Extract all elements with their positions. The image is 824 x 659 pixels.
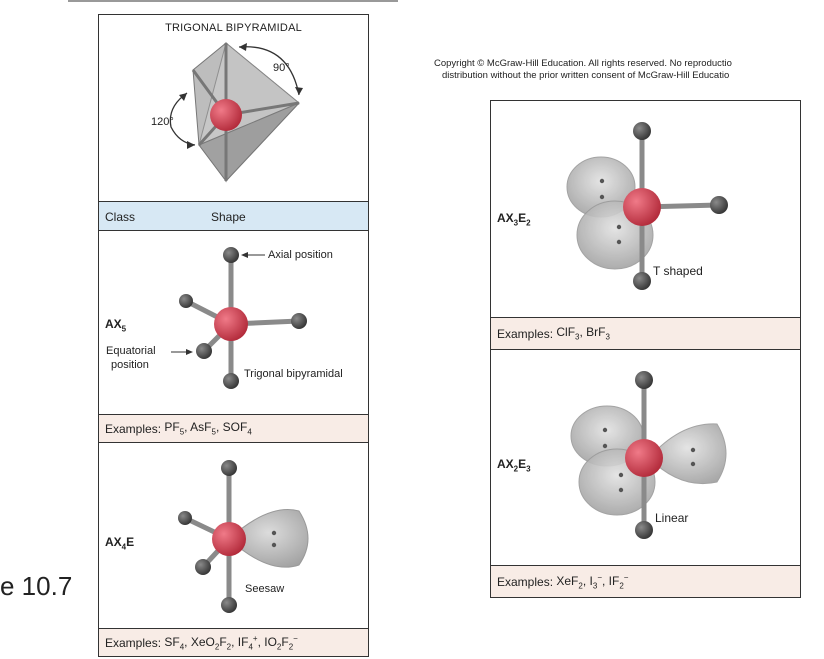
table-header: Class Shape	[99, 201, 368, 231]
electron-dot	[602, 443, 608, 449]
ax4e-class-label: AX4E	[105, 535, 135, 552]
ax2e3-examples-list: XeF2, I3−, IF2−	[556, 572, 629, 591]
ligand-atom	[195, 559, 211, 575]
bipyramid-diagram	[169, 41, 303, 183]
ligand-atom	[635, 371, 653, 389]
arrowhead	[239, 43, 247, 51]
ax2e3-shape-label: Linear	[655, 511, 689, 525]
right-geometry-panel: AX3E2 T shaped Examples: ClF3, BrF3	[490, 100, 801, 598]
electron-dot	[690, 447, 696, 453]
ligand-atom	[635, 521, 653, 539]
equatorial-label-line1: Equatorial	[106, 345, 156, 357]
copyright-line-1: Copyright © McGraw-Hill Education. All r…	[434, 58, 732, 69]
ax2e3-examples: Examples: XeF2, I3−, IF2−	[491, 565, 800, 597]
arrowhead	[187, 141, 195, 149]
ax4e-examples-list: SF4, XeO2F2, IF4+, IO2F2−	[164, 633, 298, 652]
examples-prefix: Examples:	[105, 635, 162, 650]
angle-90-arc	[238, 46, 300, 96]
ax5-examples: Examples: PF5, AsF5, SOF4	[99, 414, 368, 442]
electron-dot	[618, 472, 624, 478]
electron-dot	[616, 239, 622, 245]
ax2e3-molecule	[570, 371, 727, 539]
ax5-shape-label: Trigonal bipyramidal	[244, 368, 343, 380]
ax4e-row: AX4E Seesaw	[99, 442, 368, 628]
electron-dot	[599, 178, 605, 184]
ligand-atom	[710, 196, 728, 214]
ligand-atom	[221, 460, 237, 476]
electron-dot	[618, 487, 624, 493]
figure-number: e 10.7	[0, 571, 73, 601]
ax5-molecule	[171, 247, 307, 389]
ax4e-shape-label: Seesaw	[245, 583, 285, 595]
ligand-atom	[221, 597, 237, 613]
central-atom	[212, 522, 246, 556]
trigonal-bipyramidal-figure: TRIGONAL BIPYRAMIDAL	[99, 15, 368, 201]
arrowhead	[295, 87, 303, 95]
ax3e2-class-label: AX3E2	[497, 211, 531, 228]
angle-120-arc	[169, 92, 196, 146]
ligand-atom	[179, 294, 193, 308]
examples-prefix: Examples:	[497, 574, 554, 589]
ax5-examples-list: PF5, AsF5, SOF4	[164, 420, 252, 437]
central-atom	[214, 307, 248, 341]
arrowhead	[179, 93, 187, 101]
shape-column-header: Shape	[211, 210, 246, 224]
electron-dot	[616, 224, 622, 230]
ax5-row: AX5 Axial position Equatorial position T…	[99, 231, 368, 414]
ax4e-examples: Examples: SF4, XeO2F2, IF4+, IO2F2−	[99, 628, 368, 656]
ligand-atom	[196, 343, 212, 359]
ligand-atom	[223, 247, 239, 263]
electron-dot	[271, 530, 277, 536]
ax5-class-label: AX5	[105, 317, 127, 334]
ax3e2-examples: Examples: ClF3, BrF3	[491, 317, 800, 349]
electron-dot	[602, 427, 608, 433]
arrowhead	[186, 349, 193, 355]
ax4e-molecule	[178, 460, 309, 613]
figure-title: TRIGONAL BIPYRAMIDAL	[165, 22, 302, 34]
class-column-header: Class	[105, 210, 136, 224]
ligand-atom	[223, 373, 239, 389]
electron-dot	[271, 542, 277, 548]
central-atom	[625, 439, 663, 477]
ax3e2-examples-list: ClF3, BrF3	[556, 325, 610, 342]
face-bottom	[198, 102, 300, 182]
lone-pair-lobe	[228, 509, 309, 568]
lone-pair-lobe	[648, 423, 727, 485]
ax3e2-row: AX3E2 T shaped	[491, 101, 800, 317]
ax2e3-class-label: AX2E3	[497, 457, 531, 474]
examples-prefix: Examples:	[497, 326, 554, 341]
ligand-atom	[178, 511, 192, 525]
angle-120-label: 120°	[151, 116, 174, 128]
axial-position-label: Axial position	[268, 249, 333, 261]
ligand-atom	[633, 272, 651, 290]
ax3e2-molecule	[566, 122, 728, 290]
ax3e2-shape-label: T shaped	[653, 264, 703, 278]
central-atom	[623, 188, 661, 226]
central-atom	[210, 99, 242, 131]
ax2e3-row: AX2E3 Linear	[491, 349, 800, 565]
left-geometry-panel: TRIGONAL BIPYRAMIDAL	[98, 14, 369, 657]
angle-90-label: 90°	[273, 62, 290, 74]
equatorial-label-line2: position	[111, 359, 149, 371]
electron-dot	[690, 461, 696, 467]
ligand-atom	[291, 313, 307, 329]
cropped-top-rule	[68, 0, 398, 2]
examples-prefix: Examples:	[105, 421, 162, 436]
arrowhead	[241, 252, 248, 258]
electron-dot	[599, 194, 605, 200]
ligand-atom	[633, 122, 651, 140]
copyright-line-2: distribution without the prior written c…	[442, 70, 730, 81]
